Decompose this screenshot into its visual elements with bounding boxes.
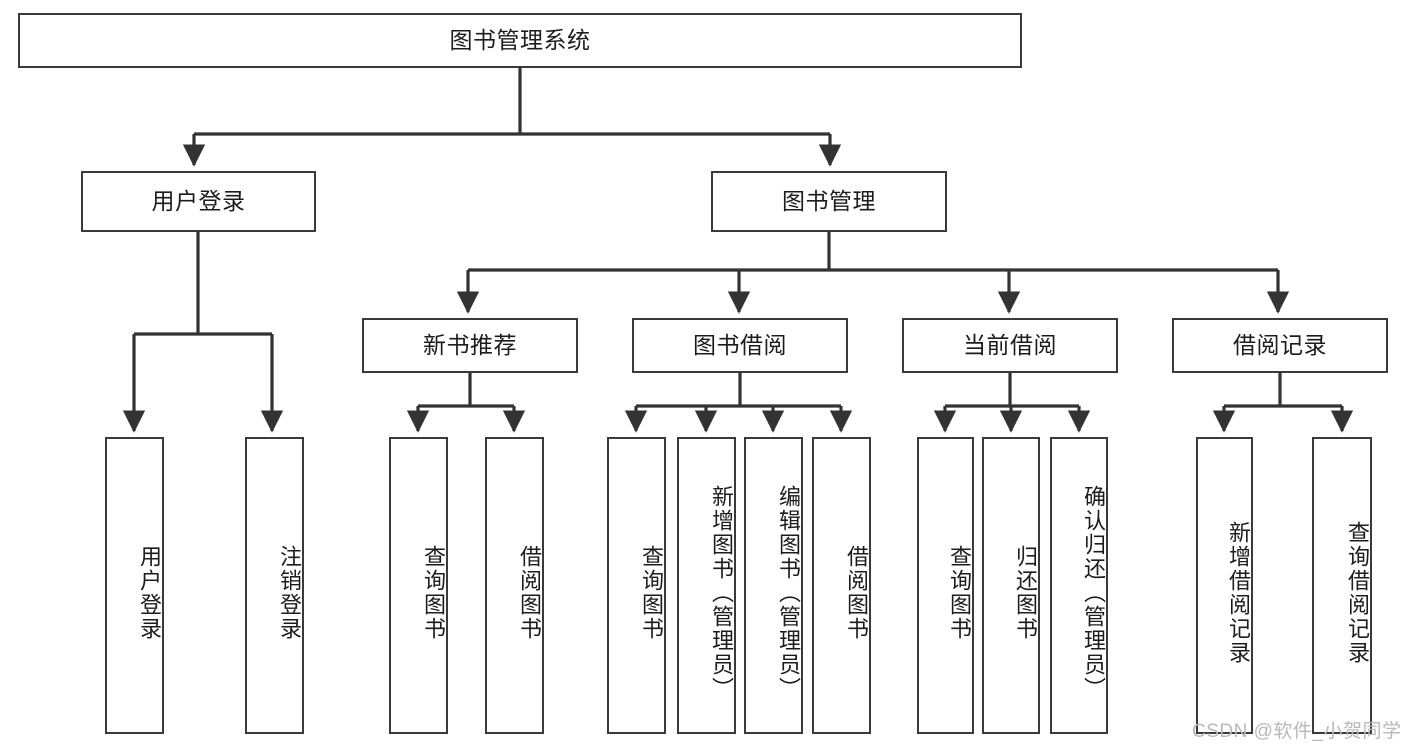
node-leaf-edit-book-admin[interactable]: 编辑图书（管理员） xyxy=(744,437,803,734)
node-leaf-borrow-book[interactable]: 借阅图书 xyxy=(812,437,871,734)
node-label: 确认归还（管理员） xyxy=(1081,484,1106,701)
node-label: 注销登录 xyxy=(277,544,302,641)
node-leaf-add-book-admin[interactable]: 新增图书（管理员） xyxy=(677,437,736,734)
node-label: 图书借阅 xyxy=(693,331,787,358)
node-label: 图书管理 xyxy=(782,187,876,214)
node-level2-new-book-recommend[interactable]: 新书推荐 xyxy=(362,318,578,373)
node-label: 新书推荐 xyxy=(423,331,517,358)
node-label: 借阅记录 xyxy=(1233,331,1327,358)
node-leaf-user-login[interactable]: 用户登录 xyxy=(105,437,164,734)
node-leaf-return-book[interactable]: 归还图书 xyxy=(982,437,1040,734)
node-label: 当前借阅 xyxy=(963,331,1057,358)
node-level2-current-borrow[interactable]: 当前借阅 xyxy=(902,318,1118,373)
node-label: 借阅图书 xyxy=(844,544,869,641)
watermark-text: CSDN @软件_小贺同学 xyxy=(1192,721,1402,742)
node-label: 新增图书（管理员） xyxy=(709,484,734,701)
node-label: 归还图书 xyxy=(1013,544,1038,641)
node-leaf-borrow-book-recommend[interactable]: 借阅图书 xyxy=(485,437,544,734)
node-level2-book-borrow[interactable]: 图书借阅 xyxy=(632,318,848,373)
node-leaf-query-book-recommend[interactable]: 查询图书 xyxy=(389,437,448,734)
node-label: 查询图书 xyxy=(947,544,972,641)
node-label: 用户登录 xyxy=(151,187,246,214)
node-level1-book-management[interactable]: 图书管理 xyxy=(711,171,947,232)
node-level2-borrow-records[interactable]: 借阅记录 xyxy=(1172,318,1388,373)
node-label: 查询图书 xyxy=(421,544,446,641)
node-label: 查询图书 xyxy=(639,544,664,641)
node-label: 用户登录 xyxy=(137,544,162,641)
node-leaf-confirm-return-admin[interactable]: 确认归还（管理员） xyxy=(1050,437,1108,734)
node-leaf-logout[interactable]: 注销登录 xyxy=(245,437,304,734)
node-root[interactable]: 图书管理系统 xyxy=(18,13,1022,68)
node-label: 新增借阅记录 xyxy=(1226,520,1251,665)
node-root-label: 图书管理系统 xyxy=(449,26,591,53)
node-label: 查询借阅记录 xyxy=(1345,520,1370,665)
node-level1-user-login[interactable]: 用户登录 xyxy=(81,171,316,232)
node-leaf-query-borrow-record[interactable]: 查询借阅记录 xyxy=(1312,437,1372,734)
node-leaf-query-book-current[interactable]: 查询图书 xyxy=(917,437,974,734)
node-label: 编辑图书（管理员） xyxy=(776,484,801,701)
node-leaf-query-book-borrow[interactable]: 查询图书 xyxy=(607,437,666,734)
node-label: 借阅图书 xyxy=(517,544,542,641)
node-leaf-add-borrow-record[interactable]: 新增借阅记录 xyxy=(1196,437,1253,734)
